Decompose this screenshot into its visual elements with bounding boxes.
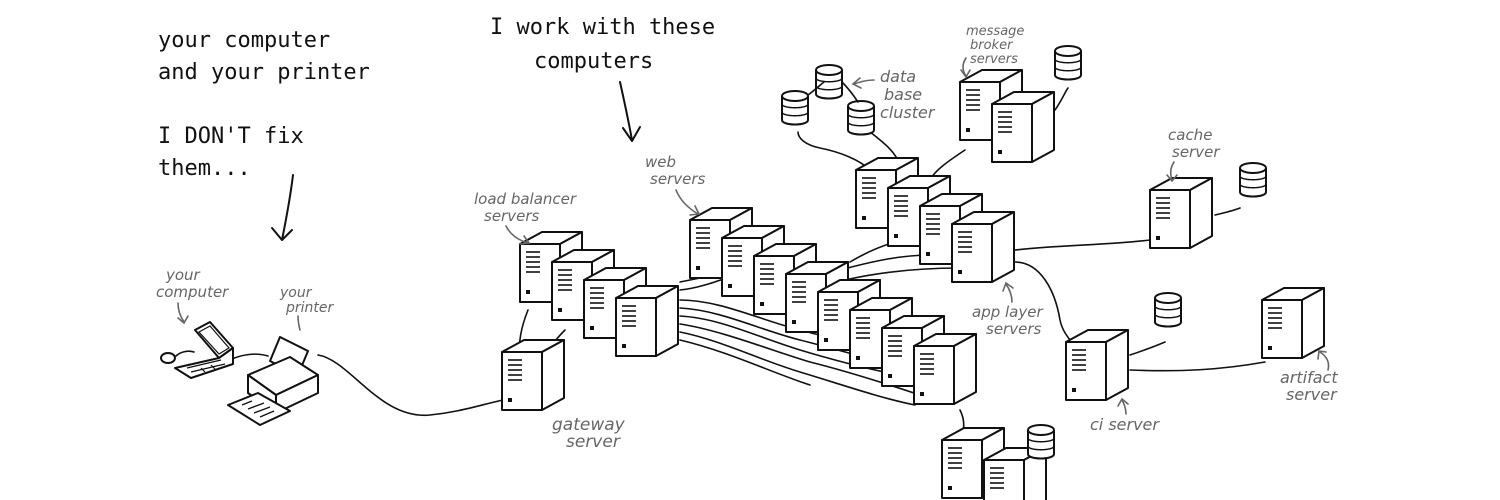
- right-headline-arrow: [619, 81, 641, 142]
- label-your-computer-line1: your: [165, 266, 201, 284]
- left-headline-arrow: [271, 174, 294, 241]
- database-cluster: [781, 64, 875, 136]
- load-balancer-servers: [519, 231, 679, 357]
- label-ci-server-line1: ci server: [1090, 415, 1160, 434]
- label-cache: cache server: [1166, 126, 1220, 183]
- message-broker-database-icon: [1054, 45, 1082, 81]
- headline-left-line2: and your printer: [158, 60, 370, 85]
- label-load-balancer: load balancer servers: [474, 190, 577, 245]
- mouse-icon: [160, 352, 176, 364]
- label-message-broker: message broker servers: [960, 24, 1024, 79]
- artifact-server: [1261, 287, 1325, 359]
- app-server: [951, 211, 1015, 283]
- label-database-line1: data: [880, 67, 916, 86]
- database-icon: [847, 100, 875, 136]
- headline-left-line4: them...: [158, 156, 251, 181]
- right-headline: I work with these computers: [490, 15, 715, 142]
- ci-database-icon: [1154, 292, 1182, 328]
- label-gateway: gateway server: [552, 415, 626, 452]
- laptop-icon: [174, 321, 234, 379]
- headline-left-line1: your computer: [158, 28, 330, 53]
- label-artifact-line1: artifact: [1280, 368, 1338, 387]
- label-database-line2: base: [884, 85, 922, 104]
- label-load-balancer-line2: servers: [484, 207, 539, 225]
- label-gateway-line2: server: [566, 432, 621, 452]
- label-your-printer: your printer: [279, 285, 335, 331]
- label-load-balancer-line1: load balancer: [474, 190, 577, 208]
- label-ci-server: ci server: [1090, 397, 1160, 434]
- label-artifact-line2: server: [1286, 385, 1338, 404]
- label-cache-line2: server: [1172, 143, 1220, 161]
- headline-left-line3: I DON'T fix: [158, 124, 304, 149]
- left-headline: your computer and your printer I DON'T f…: [158, 28, 370, 241]
- gateway-server: [501, 339, 565, 411]
- web-server: [913, 333, 977, 405]
- label-web-servers-line1: web: [645, 153, 676, 171]
- label-your-computer: your computer: [156, 266, 229, 325]
- label-your-computer-line2: computer: [156, 283, 229, 301]
- label-your-printer-line2: printer: [285, 300, 335, 316]
- cache-server: [1149, 177, 1213, 249]
- label-artifact: artifact server: [1280, 350, 1338, 404]
- ci-server: [1065, 329, 1129, 401]
- label-app-layer: app layer servers: [972, 281, 1043, 338]
- label-message-broker-line2: broker: [970, 38, 1014, 53]
- bottom-broker-database-icon: [1027, 424, 1055, 460]
- label-app-layer-line2: servers: [986, 320, 1041, 338]
- app-layer-servers: [855, 157, 1015, 283]
- label-gateway-line1: gateway: [552, 415, 626, 435]
- label-web-servers-line2: servers: [650, 170, 705, 188]
- headline-right-line1: I work with these: [490, 15, 715, 40]
- load-balancer-server: [615, 285, 679, 357]
- label-web-servers: web servers: [645, 153, 705, 216]
- label-your-printer-line1: your: [279, 285, 313, 301]
- label-message-broker-line1: message: [966, 24, 1024, 39]
- headline-right-line2: computers: [534, 49, 653, 74]
- message-broker-server: [991, 91, 1055, 163]
- database-icon: [781, 90, 809, 126]
- message-broker-servers: [959, 69, 1055, 163]
- label-database-line3: cluster: [880, 103, 936, 122]
- label-database-cluster: data base cluster: [851, 67, 936, 122]
- label-app-layer-line1: app layer: [972, 303, 1043, 321]
- label-message-broker-line3: servers: [970, 52, 1018, 67]
- label-cache-line1: cache: [1168, 126, 1212, 144]
- cache-database-icon: [1239, 162, 1267, 198]
- database-icon: [815, 64, 843, 100]
- printer-icon: [227, 336, 319, 426]
